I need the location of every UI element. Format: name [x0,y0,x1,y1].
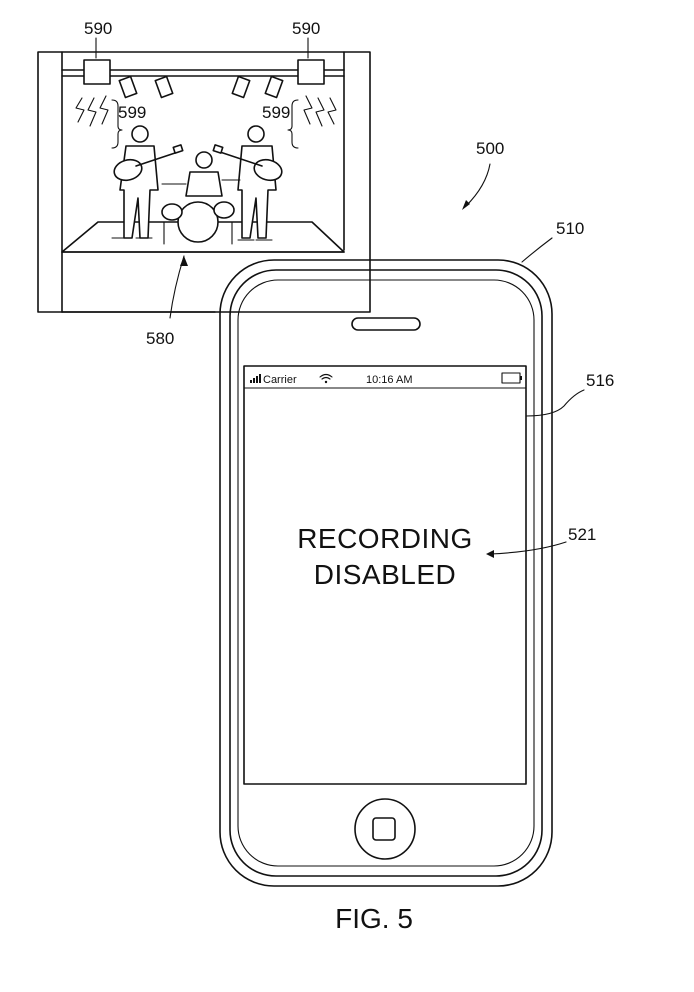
label-emitter-left: 590 [84,19,112,38]
recording-message-line2: DISABLED [314,559,457,590]
label-venue: 580 [146,329,174,348]
device-bezel [229,269,543,877]
leader-display [525,389,585,417]
label-system: 500 [476,139,504,158]
emitter-icon [83,59,325,85]
signal-waves-right [287,95,337,149]
status-carrier: Carrier [263,374,297,386]
guitarist-icon [212,125,283,241]
guitarist-icon [111,125,184,239]
mobile-device: Carrier 10:16 AM RECORDING DISABLED [219,259,553,887]
label-signal-left: 599 [118,103,146,122]
label-display: 516 [586,371,614,390]
concert-stage: 590 590 599 599 [37,19,371,313]
stage-light-icon [118,75,284,99]
drummer-icon [161,151,241,245]
device-outer-body [219,259,553,887]
home-button-icon[interactable] [354,798,416,860]
label-signal-right: 599 [262,103,290,122]
label-message: 521 [568,525,596,544]
battery-icon [501,372,522,384]
signal-waves-left [75,95,123,149]
leader-device [521,237,553,263]
earpiece-speaker [351,317,421,331]
display-screen [243,365,527,785]
leader-message [489,541,567,555]
status-time: 10:16 AM [366,374,412,386]
wifi-icon [319,373,333,384]
figure-caption: FIG. 5 [335,903,413,934]
leader-system [465,163,491,207]
label-device: 510 [556,219,584,238]
label-emitter-right: 590 [292,19,320,38]
signal-bars-icon [250,374,261,383]
recording-message-line1: RECORDING [297,523,473,554]
